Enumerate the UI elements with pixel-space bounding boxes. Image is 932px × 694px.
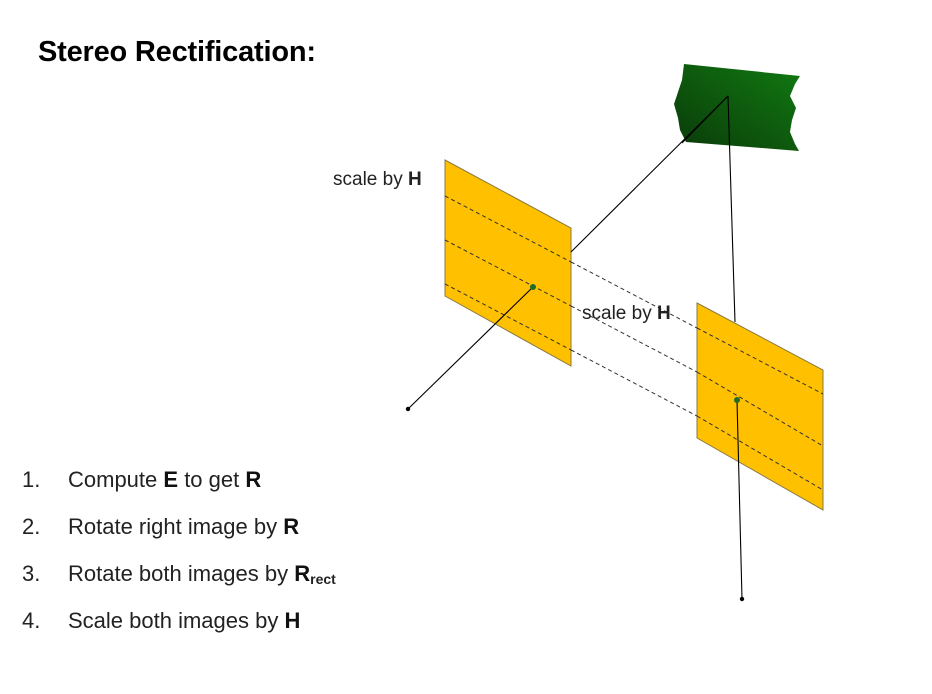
step-text: to get <box>178 467 246 492</box>
epipolar-line-right-3 <box>696 415 824 491</box>
right-scale-label: scale by H <box>582 303 671 325</box>
epipolar-line-left-2 <box>444 239 572 307</box>
left-ray-lower <box>407 286 534 410</box>
step-symbol: R <box>283 514 300 539</box>
epipolar-line-right-1 <box>696 327 824 395</box>
step-text: Compute <box>68 467 164 492</box>
epipolar-bridge-1 <box>570 261 698 329</box>
left-camera-center <box>405 406 411 412</box>
left-image-plane <box>444 159 572 367</box>
slide-title: Stereo Rectification: <box>38 36 316 68</box>
step-number: 2. <box>22 514 41 539</box>
epipolar-line-right-2 <box>696 371 824 447</box>
step-4: 4. Scale both images by H <box>22 603 336 650</box>
left-scale-symbol: H <box>407 169 422 190</box>
step-number: 1. <box>22 467 41 492</box>
step-subscript: rect <box>310 571 336 587</box>
step-symbol: H <box>284 608 301 633</box>
step-3: 3. Rotate both images by Rrect <box>22 556 336 603</box>
right-scale-symbol: H <box>656 303 671 324</box>
right-image-plane <box>696 302 824 511</box>
step-1: 1. Compute E to get R <box>22 462 336 509</box>
step-text: Rotate right image by <box>68 514 284 539</box>
epipolar-line-left-1 <box>444 195 572 263</box>
step-symbol: E <box>163 467 179 492</box>
left-image-point <box>530 284 536 290</box>
right-ray-upper <box>727 95 736 323</box>
epipolar-bridge-2 <box>570 305 698 373</box>
epipolar-bridge-3 <box>570 349 698 417</box>
right-scale-prefix: scale by <box>582 303 657 324</box>
step-text: Rotate both images by <box>68 561 295 586</box>
step-2: 2. Rotate right image by R <box>22 509 336 556</box>
left-scale-prefix: scale by <box>333 169 408 190</box>
steps-list: 1. Compute E to get R 2. Rotate right imag… <box>22 462 336 650</box>
step-number: 3. <box>22 561 41 586</box>
step-text: Scale both images by <box>68 608 285 633</box>
epipolar-line-left-3 <box>444 283 572 351</box>
right-ray-lower <box>736 399 743 600</box>
scene-object <box>674 64 800 151</box>
right-camera-center <box>739 596 745 602</box>
step-number: 4. <box>22 608 41 633</box>
right-image-point <box>734 397 740 403</box>
left-scale-label: scale by H <box>333 169 422 191</box>
step-symbol: R <box>245 467 262 492</box>
left-ray-object <box>681 95 729 144</box>
step-symbol: R <box>294 561 311 586</box>
